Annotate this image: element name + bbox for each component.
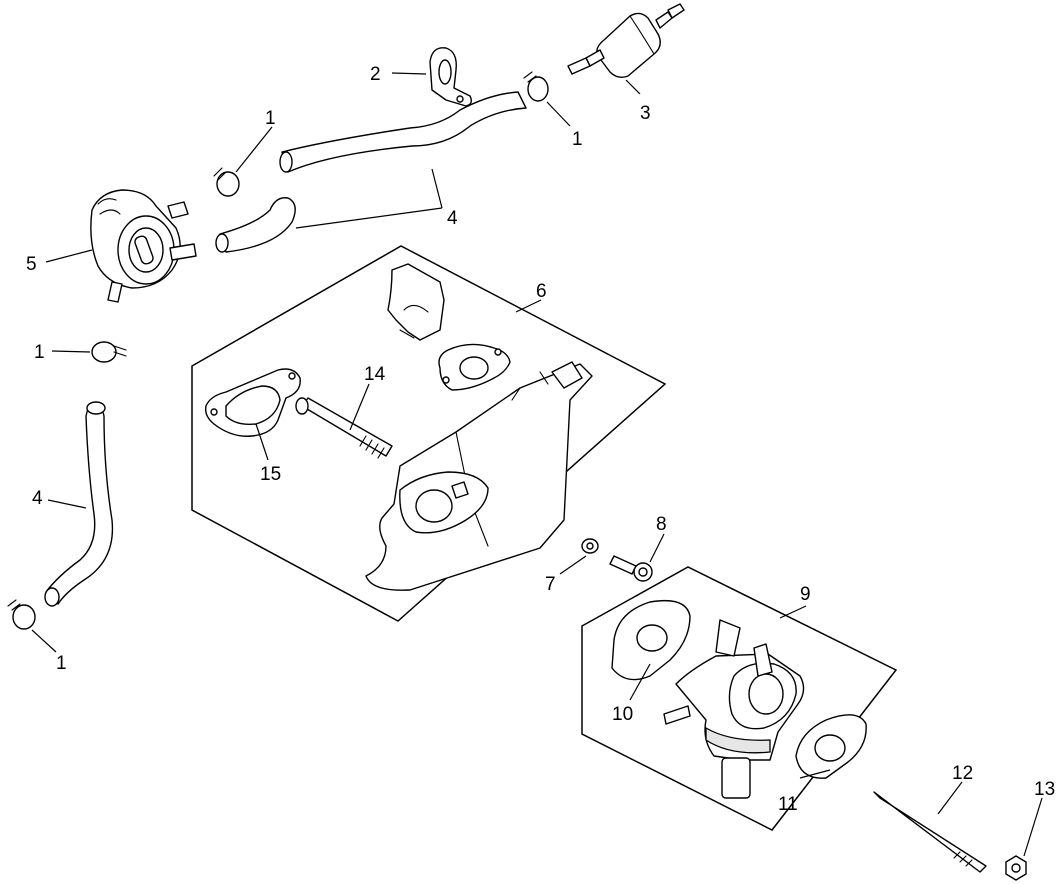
callout-1-bottom: 1 xyxy=(56,653,67,674)
callout-2: 2 xyxy=(370,64,381,85)
hose-clip-mid-left xyxy=(91,341,127,363)
callout-13: 13 xyxy=(1034,779,1055,800)
callout-3: 3 xyxy=(640,103,651,124)
callout-11: 11 xyxy=(778,794,798,815)
callout-1-mid: 1 xyxy=(34,342,45,363)
long-stud xyxy=(873,791,987,873)
callout-4-bottom: 4 xyxy=(32,488,43,509)
hose-clip-bottom-left xyxy=(7,599,36,630)
carburetor xyxy=(663,619,805,799)
hose-clip-top-right xyxy=(523,71,549,102)
long-bolt-14 xyxy=(295,397,393,459)
callout-5: 5 xyxy=(26,254,37,275)
callout-10: 10 xyxy=(612,704,633,725)
callout-7: 7 xyxy=(545,574,556,595)
intake-manifold-spacer xyxy=(365,361,593,591)
heat-deflector-bracket xyxy=(387,263,445,341)
fuel-hose-lower xyxy=(44,401,114,607)
hex-nut xyxy=(1005,855,1027,881)
callout-15: 15 xyxy=(260,464,281,485)
fuel-hose-short xyxy=(215,197,296,253)
callout-1-right: 1 xyxy=(572,129,583,150)
hose-clip-top-left xyxy=(213,167,240,197)
callout-8: 8 xyxy=(656,514,667,535)
callout-1-top: 1 xyxy=(265,108,276,129)
gasket-left xyxy=(204,368,301,437)
callout-6: 6 xyxy=(536,281,547,302)
lock-washer xyxy=(581,538,599,554)
callout-12: 12 xyxy=(952,763,973,784)
fuel-pump xyxy=(90,189,197,303)
fuel-filter xyxy=(567,3,685,79)
flange-bolt xyxy=(609,555,653,582)
gasket-upper xyxy=(438,343,511,391)
callout-9: 9 xyxy=(800,584,811,605)
fuel-hose-upper xyxy=(279,91,527,173)
gasket-10 xyxy=(611,599,691,681)
hose-clamp-bracket xyxy=(429,47,473,107)
callout-14: 14 xyxy=(364,364,386,385)
callout-4-top: 4 xyxy=(447,208,458,229)
gasket-11 xyxy=(795,714,867,779)
